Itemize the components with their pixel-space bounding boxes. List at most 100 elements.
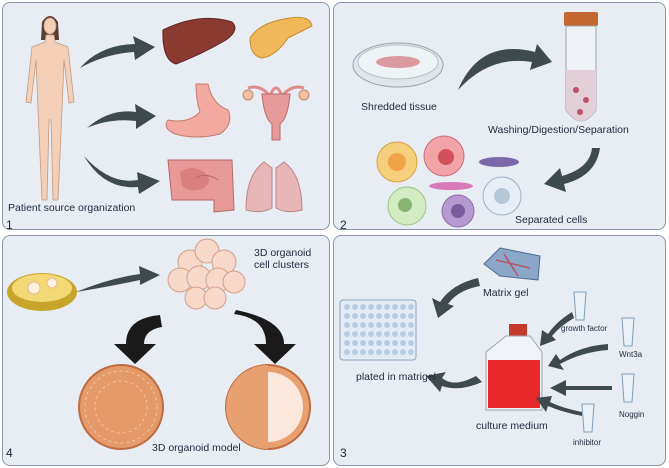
panel2-arrow-1 — [458, 44, 552, 90]
plate-well — [384, 331, 390, 337]
plate-well — [344, 340, 350, 346]
plate-well — [368, 313, 374, 319]
plate-well — [368, 349, 374, 355]
plate-well — [376, 313, 382, 319]
human-body-icon — [25, 16, 75, 201]
plate-well — [384, 340, 390, 346]
plate-well — [376, 340, 382, 346]
lung-icon — [245, 161, 303, 213]
panel2-number: 2 — [340, 218, 347, 232]
intestine-icon — [167, 159, 235, 213]
separated-cells-icon — [376, 135, 522, 228]
plate-well — [344, 313, 350, 319]
panel3-number: 3 — [340, 446, 347, 460]
plate-well — [344, 349, 350, 355]
washing-label: Washing/Digestion/Separation — [488, 124, 629, 136]
panel3-arrows — [426, 312, 612, 416]
clusters-label-2: cell clusters — [254, 259, 309, 271]
uterus-icon — [242, 85, 310, 141]
plate-well — [360, 331, 366, 337]
plate-well — [376, 304, 382, 310]
matrix-gel-icon — [483, 247, 541, 281]
separated-label: Separated cells — [515, 214, 588, 226]
clusters-label-1: 3D organoid — [254, 247, 312, 259]
culture-dish-icon — [7, 273, 77, 311]
plate-well — [384, 349, 390, 355]
inhibitor-label: inhibitor — [573, 438, 602, 447]
petri-dish-icon — [352, 42, 444, 88]
stomach-icon — [165, 83, 231, 138]
plate-well — [344, 304, 350, 310]
pancreas-icon — [249, 16, 313, 59]
plate-well — [368, 322, 374, 328]
organoid-sphere-icon — [78, 364, 164, 450]
plate-well — [400, 304, 406, 310]
plate-well — [352, 304, 358, 310]
plate-well — [400, 340, 406, 346]
wnt-label: Wnt3a — [619, 350, 643, 359]
plate-well — [400, 349, 406, 355]
plate-well — [384, 322, 390, 328]
plate-well — [368, 340, 374, 346]
plate-well — [384, 313, 390, 319]
panel4-number: 4 — [6, 446, 13, 460]
plate-well — [400, 322, 406, 328]
shredded-label: Shredded tissue — [361, 101, 437, 113]
panel1-number: 1 — [6, 218, 13, 232]
panel2-arrow-2 — [544, 148, 600, 192]
plate-well — [392, 340, 398, 346]
panel1-caption: Patient source organization — [8, 202, 136, 214]
plate-well — [360, 313, 366, 319]
plate-well — [392, 331, 398, 337]
plate-well — [408, 313, 414, 319]
plate-well — [344, 331, 350, 337]
organoid-cross-section-icon — [225, 364, 311, 450]
model-label: 3D organoid model — [152, 442, 241, 454]
plate-well — [344, 322, 350, 328]
culture-flask-icon — [485, 324, 543, 411]
liver-icon — [162, 17, 236, 65]
plate-well — [360, 304, 366, 310]
plate-well — [352, 340, 358, 346]
plate-well — [360, 340, 366, 346]
plate-well — [352, 349, 358, 355]
plate-well — [400, 331, 406, 337]
wells-grid — [344, 304, 414, 355]
plate-well — [408, 304, 414, 310]
tube-icon — [564, 12, 598, 122]
plate-well — [392, 313, 398, 319]
plate-well — [408, 340, 414, 346]
plate-well — [352, 313, 358, 319]
noggin-label: Noggin — [619, 410, 645, 419]
plate-well — [376, 349, 382, 355]
plate-well — [360, 349, 366, 355]
plate-well — [360, 322, 366, 328]
plate-well — [376, 322, 382, 328]
plated-label: plated in matrigel — [356, 371, 436, 383]
panel3-arrow-gel — [432, 278, 480, 318]
growth-label: growth factor — [561, 324, 608, 333]
panel4-arrows-down — [114, 310, 296, 364]
plate-well — [352, 322, 358, 328]
plate-well — [400, 313, 406, 319]
plate-well — [368, 304, 374, 310]
plate-well — [352, 331, 358, 337]
plate-well — [376, 331, 382, 337]
cell-cluster-icon — [167, 238, 246, 310]
vial-icons — [573, 291, 635, 433]
medium-label: culture medium — [476, 420, 548, 432]
plate-well — [408, 331, 414, 337]
panel4-arrow-1 — [76, 266, 160, 292]
plate-well — [408, 349, 414, 355]
panel1-arrows — [80, 36, 160, 194]
plate-well — [408, 322, 414, 328]
plate-well — [384, 304, 390, 310]
plate-well — [392, 304, 398, 310]
matrix-label: Matrix gel — [483, 287, 529, 299]
plate-well — [392, 349, 398, 355]
plate-well — [368, 331, 374, 337]
